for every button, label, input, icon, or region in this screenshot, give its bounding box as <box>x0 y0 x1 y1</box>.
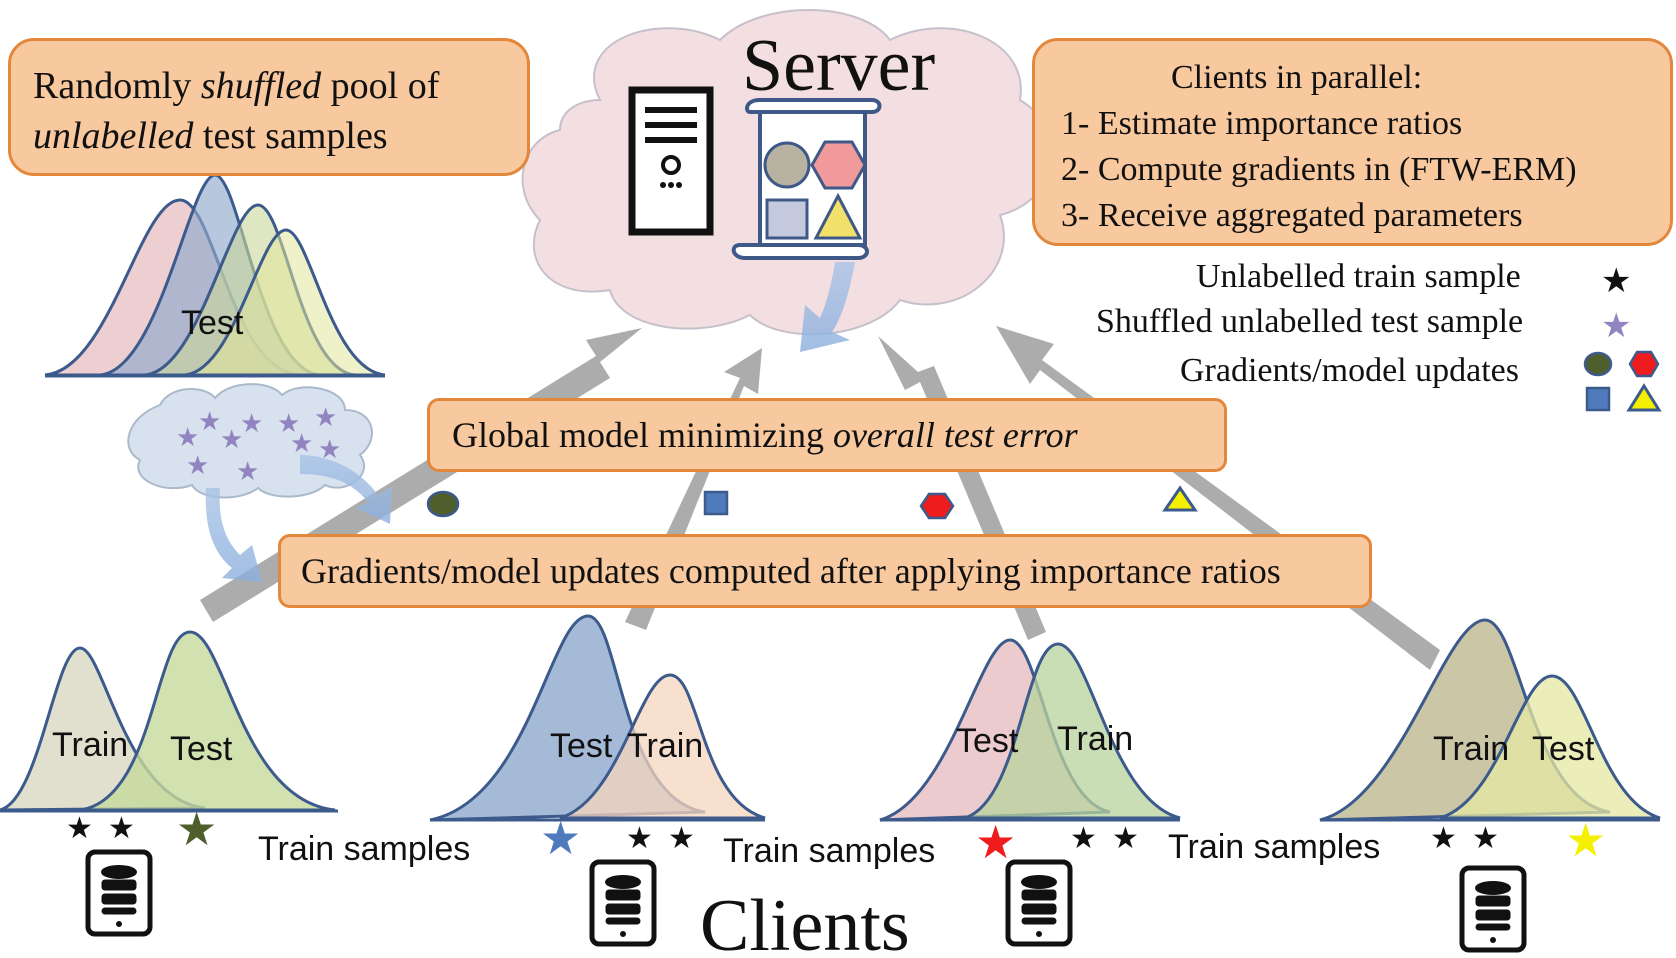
svg-text:★: ★ <box>220 425 243 455</box>
pool-to-updates-arrow <box>300 455 392 524</box>
black-star-icon: ★ <box>1601 261 1631 301</box>
client-2-label-a: Test <box>550 727 613 765</box>
pool-text-2: pool of <box>321 65 440 107</box>
yellow-star-icon: ★ <box>1565 813 1606 867</box>
svg-text:★: ★ <box>277 409 300 439</box>
client-1-label-b: Test <box>170 730 233 768</box>
svg-text:★: ★ <box>186 451 209 481</box>
server-down-arrow <box>800 262 855 352</box>
clients-step-2: 2- Compute gradients in (FTW-ERM) <box>1061 151 1577 188</box>
black-star-icon: ★ <box>1070 821 1097 856</box>
legend-icons: ★ ★ <box>1583 261 1662 412</box>
red-hexagon-icon <box>1628 350 1660 378</box>
black-star-icon: ★ <box>1430 821 1457 856</box>
svg-text:★: ★ <box>318 435 341 465</box>
pool-em-2: unlabelled <box>33 115 194 157</box>
black-star-icon: ★ <box>108 811 135 846</box>
database-tablet-icon <box>1459 865 1527 953</box>
pool-box-line-2: unlabelled test samples <box>33 111 527 161</box>
gradients-box: Gradients/model updates computed after a… <box>278 534 1372 608</box>
client-3-distributions <box>879 638 1181 822</box>
red-star-icon: ★ <box>975 815 1016 869</box>
client-4-label-a: Train <box>1433 730 1509 768</box>
svg-text:★: ★ <box>198 407 221 437</box>
database-tablet-icon <box>85 849 153 937</box>
update-shapes-row <box>426 485 1198 520</box>
red-hexagon-icon <box>919 492 955 520</box>
green-circle-icon <box>1583 351 1613 377</box>
black-star-icon: ★ <box>66 811 93 846</box>
database-tablet-icon <box>1005 859 1073 947</box>
pool-text-1: Randomly <box>33 65 201 107</box>
purple-star-icon: ★ <box>1601 306 1631 346</box>
clients-title: Clients <box>700 885 910 958</box>
client-3-label-a: Test <box>956 722 1019 760</box>
pool-box: Randomly shuffled pool of unlabelled tes… <box>8 38 530 176</box>
server-title: Server <box>742 25 935 107</box>
pool-distributions <box>44 173 386 378</box>
yellow-triangle-icon <box>1626 383 1662 412</box>
green-circle-icon <box>426 490 460 518</box>
server-tower-icon <box>628 86 714 236</box>
pool-to-clients-arrow <box>205 488 262 582</box>
client-4-label-b: Test <box>1532 730 1595 768</box>
legend-updates: Gradients/model updates <box>1180 352 1519 389</box>
client-2-samples-label: Train samples <box>723 832 935 870</box>
blue-square-icon <box>703 490 729 516</box>
pool-em-1: shuffled <box>200 65 322 107</box>
black-star-icon: ★ <box>626 821 653 856</box>
client-2-distributions <box>429 614 766 822</box>
svg-text:★: ★ <box>290 429 313 459</box>
yellow-triangle-icon <box>1162 485 1198 512</box>
blue-square-icon <box>1585 386 1611 412</box>
svg-text:★: ★ <box>314 403 337 433</box>
client-3-label-b: Train <box>1057 720 1133 758</box>
black-star-icon: ★ <box>1472 821 1499 856</box>
clients-parallel-title: Clients in parallel: <box>1171 59 1423 96</box>
database-tablet-icon <box>589 859 657 947</box>
client-2-label-b: Train <box>627 727 703 765</box>
gradients-text: Gradients/model updates computed after a… <box>301 551 1281 591</box>
pool-text-3: test samples <box>193 115 388 157</box>
global-model-text: Global model minimizing <box>452 415 833 455</box>
client-3-samples-label: Train samples <box>1168 828 1380 866</box>
pool-box-line-1: Randomly shuffled pool of <box>33 61 527 111</box>
pool-curve-label: Test <box>181 304 244 342</box>
global-model-em: overall test error <box>832 415 1078 455</box>
client-1-label-a: Train <box>52 726 128 764</box>
global-model-box: Global model minimizing overall test err… <box>427 398 1227 472</box>
green-star-icon: ★ <box>176 802 217 856</box>
black-star-icon: ★ <box>1112 821 1139 856</box>
svg-text:★: ★ <box>236 457 259 487</box>
svg-text:★: ★ <box>176 423 199 453</box>
legend-unlabelled-train: Unlabelled train sample <box>1196 258 1521 295</box>
aggregation-scroll-icon <box>731 98 882 260</box>
clients-parallel-box: Clients in parallel: 1- Estimate importa… <box>1032 38 1673 246</box>
client-1-samples-label: Train samples <box>258 830 470 868</box>
legend-shuffled-test: Shuffled unlabelled test sample <box>1096 303 1524 340</box>
client-4-distributions <box>1319 618 1661 822</box>
blue-star-icon: ★ <box>540 811 581 865</box>
clients-step-3: 3- Receive aggregated parameters <box>1061 197 1523 234</box>
svg-text:★: ★ <box>240 409 263 439</box>
client-1-distributions <box>0 630 338 813</box>
black-star-icon: ★ <box>668 821 695 856</box>
clients-step-1: 1- Estimate importance ratios <box>1061 105 1463 142</box>
purple-star-icons: ★★★★ ★★★★ ★★ <box>176 403 341 487</box>
client-device-icons <box>85 849 1527 953</box>
